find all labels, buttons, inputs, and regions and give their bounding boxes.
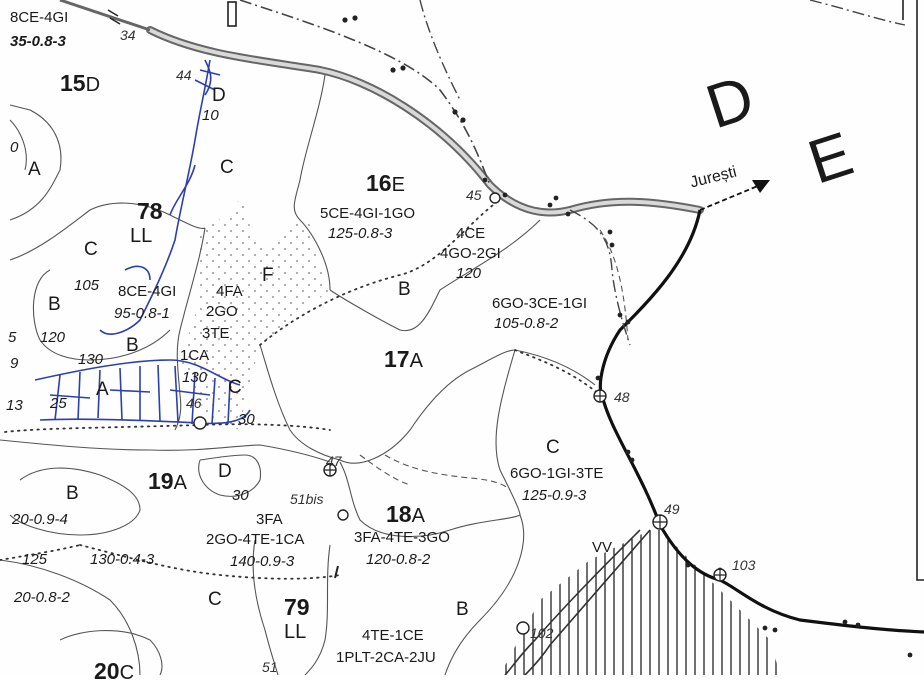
- parcel-16-label: 16E: [366, 170, 405, 196]
- parcel-sub: E: [391, 174, 405, 196]
- subunit-d-19: D: [218, 461, 232, 482]
- hatched-zone: [500, 530, 780, 675]
- point-51bis: 51bis: [290, 491, 324, 507]
- subunit-comp-18b-2: 1PLT-2CA-2JU: [336, 649, 436, 666]
- parcel-20-label: 20C: [94, 658, 135, 684]
- subunit-4go-2gi: 4GO-2GI: [440, 245, 501, 262]
- subunit-c17-meta: 105-0.8-2: [494, 315, 559, 332]
- subunit-age-120-78: 120: [40, 329, 66, 346]
- parcel-sub: C: [119, 662, 135, 684]
- parcel-78-sub: LL: [130, 225, 153, 247]
- subunit-c-78b: C: [84, 239, 98, 260]
- point-45: 45: [466, 187, 482, 203]
- subunit-f: F: [262, 265, 274, 286]
- parcel-sub: A: [409, 350, 423, 372]
- subunit-f-comp-1: 4FA: [216, 283, 243, 300]
- boundary-dashdot: [239, 0, 491, 186]
- juresti-arrow: [699, 182, 766, 211]
- parcel-78-composition: 8CE-4GI: [118, 283, 177, 300]
- subunit-age-125: 125: [22, 551, 48, 568]
- subunit-meta-19d: 20-0.8-2: [14, 589, 70, 606]
- subunit-c17b-meta: 125-0.9-3: [522, 487, 587, 504]
- subunit-f-comp-4: 1CA: [180, 347, 210, 364]
- parcel-18-label: 18A: [386, 501, 425, 527]
- point-48: 48: [614, 389, 630, 405]
- parcel-19-label: 19A: [148, 468, 187, 494]
- subunit-comp-18b-1: 4TE-1CE: [362, 627, 424, 644]
- parcel-number: 18: [386, 501, 412, 527]
- parcel-79-label: 79: [284, 596, 310, 619]
- parcel-17-label: 17A: [384, 346, 423, 372]
- parcel-15-composition: 8CE-4GI: [10, 9, 69, 26]
- parcel-15-meta: 35-0.8-3: [10, 33, 66, 50]
- subunit-a-left: A: [28, 159, 41, 180]
- subunit-b-78b: B: [126, 335, 139, 356]
- subunit-c17-comp: 6GO-3CE-1GI: [492, 295, 588, 312]
- parcel-16-meta: 125-0.8-3: [328, 225, 393, 242]
- subunit-age-30-19: 30: [232, 487, 249, 504]
- subunit-3fa: 3FA: [256, 511, 283, 528]
- parcel-number: 17: [384, 346, 410, 372]
- frame-line: [902, 0, 924, 581]
- point-102: 102: [530, 625, 554, 641]
- subunit-f-comp-3: 3TE: [202, 325, 230, 342]
- point-44: 44: [176, 67, 192, 83]
- parcel-number: 78: [137, 198, 163, 224]
- subunit-b-19: B: [66, 483, 79, 504]
- subunit-a-78: A: [96, 379, 109, 400]
- subunit-age-25: 25: [50, 395, 67, 412]
- subunit-b-78: B: [48, 294, 61, 315]
- subunit-meta-19c: 130-0.4-3: [90, 551, 155, 568]
- subunit-age-30: 30: [238, 411, 255, 428]
- subunit-age-105: 105: [74, 277, 100, 294]
- parcel-78-label: 78: [137, 200, 163, 223]
- dashdot-east: [569, 209, 631, 346]
- parcel-18-composition: 3FA-4TE-3GO: [354, 529, 450, 546]
- subunit-left-9: 9: [10, 355, 19, 372]
- subunit-vv: VV: [592, 539, 613, 556]
- subunit-comp-19e: 2GO-4TE-1CA: [206, 531, 305, 548]
- subunit-meta-19b: 20-0.9-4: [12, 511, 68, 528]
- subunit-d-78: D: [212, 85, 226, 106]
- parcel-number: 15: [60, 70, 86, 96]
- parcel-18-meta: 120-0.8-2: [366, 551, 431, 568]
- subunit-c-17: C: [546, 437, 560, 458]
- subunit-left-13: 13: [6, 397, 23, 414]
- parcel-16-composition: 5CE-4GI-1GO: [320, 205, 416, 222]
- point-47: 47: [326, 453, 342, 469]
- subunit-f-comp-2: 2GO: [206, 303, 238, 320]
- point-51: 51: [262, 659, 278, 675]
- point-46: 46: [186, 395, 202, 411]
- subunit-b-18: B: [456, 599, 469, 620]
- parcel-number: 79: [284, 594, 310, 620]
- subunit-zero-left: 0: [10, 139, 19, 156]
- point-103: 103: [732, 557, 756, 573]
- parcel-15-label: 15D: [60, 70, 101, 96]
- parcel-number: 19: [148, 468, 174, 494]
- subunit-4ce: 4CE: [456, 225, 486, 242]
- dotted-zone-f: [180, 197, 330, 430]
- subunit-meta-19e: 140-0.9-3: [230, 553, 295, 570]
- subunit-age-120-16: 120: [456, 265, 482, 282]
- parcel-number: 20: [94, 658, 120, 684]
- subunit-c-78c: C: [228, 377, 242, 398]
- subunit-age-130: 130: [78, 351, 104, 368]
- parcel-sub: A: [173, 472, 187, 494]
- subunit-c17b-comp: 6GO-1GI-3TE: [510, 465, 604, 482]
- subunit-b-16: B: [398, 279, 411, 300]
- point-34: 34: [120, 27, 136, 43]
- subunit-c-19: C: [208, 589, 222, 610]
- subunit-age-130b: 130: [182, 369, 208, 386]
- parcel-78-meta: 95-0.8-1: [114, 305, 170, 322]
- point-49: 49: [664, 501, 680, 517]
- parcel-number: 16: [366, 170, 392, 196]
- subunit-c-78: C: [220, 157, 234, 178]
- parcel-79-sub: LL: [284, 621, 307, 643]
- parcel-sub: D: [85, 74, 101, 96]
- subunit-d-78-age: 10: [202, 107, 219, 124]
- parcel-sub: A: [411, 505, 425, 527]
- subunit-left-5: 5: [8, 329, 17, 346]
